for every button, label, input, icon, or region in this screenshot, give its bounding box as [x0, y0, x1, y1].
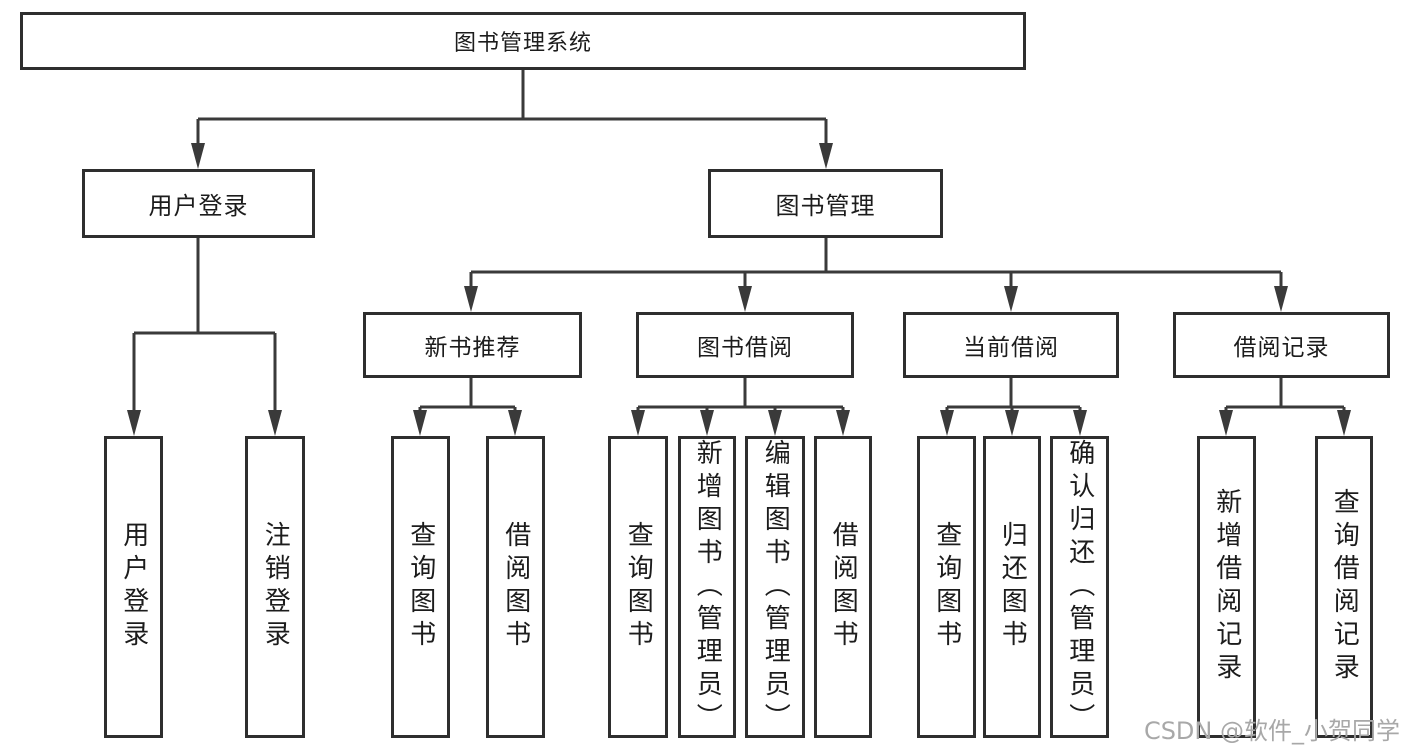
node-borrowing-borrow-books-label: 借阅图书	[828, 521, 859, 653]
node-borrowing-add-books: 新增图书（管理员）	[678, 436, 736, 738]
node-current-confirm-return: 确认归还（管理员）	[1050, 436, 1109, 738]
node-recommend-borrow-books-label: 借阅图书	[500, 521, 531, 653]
node-book-management: 图书管理	[708, 169, 943, 238]
node-root: 图书管理系统	[20, 12, 1026, 70]
node-borrowing-edit-books: 编辑图书（管理员）	[745, 436, 805, 738]
node-borrowing-add-books-label: 新增图书（管理员）	[692, 439, 723, 736]
node-book-borrowing: 图书借阅	[636, 312, 854, 378]
node-records-add-record-label: 新增借阅记录	[1211, 488, 1242, 686]
node-borrowing-query-books-label: 查询图书	[623, 521, 654, 653]
connector-arrowheads	[127, 143, 1351, 436]
node-records-query-record-label: 查询借阅记录	[1329, 488, 1360, 686]
node-borrow-records: 借阅记录	[1173, 312, 1390, 378]
node-current-confirm-return-label: 确认归还（管理员）	[1064, 439, 1095, 736]
node-recommend-query-books-label: 查询图书	[405, 521, 436, 653]
node-current-query-books: 查询图书	[917, 436, 976, 738]
node-borrowing-query-books: 查询图书	[608, 436, 668, 738]
node-logout-label: 注销登录	[260, 521, 291, 653]
node-current-return-books-label: 归还图书	[997, 521, 1028, 653]
node-current-borrowing: 当前借阅	[903, 312, 1119, 378]
node-user-login-group: 用户登录	[82, 169, 315, 238]
node-current-query-books-label: 查询图书	[931, 521, 962, 653]
node-recommend-query-books: 查询图书	[391, 436, 450, 738]
node-borrowing-borrow-books: 借阅图书	[814, 436, 872, 738]
node-user-login-label: 用户登录	[118, 521, 149, 653]
node-recommend-borrow-books: 借阅图书	[486, 436, 545, 738]
node-user-login: 用户登录	[104, 436, 163, 738]
node-current-return-books: 归还图书	[983, 436, 1041, 738]
node-records-add-record: 新增借阅记录	[1197, 436, 1256, 738]
node-new-book-recommend: 新书推荐	[363, 312, 582, 378]
node-borrowing-edit-books-label: 编辑图书（管理员）	[760, 439, 791, 736]
csdn-watermark: CSDN @软件_小贺同学	[1143, 717, 1400, 745]
node-logout: 注销登录	[245, 436, 305, 738]
node-records-query-record: 查询借阅记录	[1315, 436, 1373, 738]
